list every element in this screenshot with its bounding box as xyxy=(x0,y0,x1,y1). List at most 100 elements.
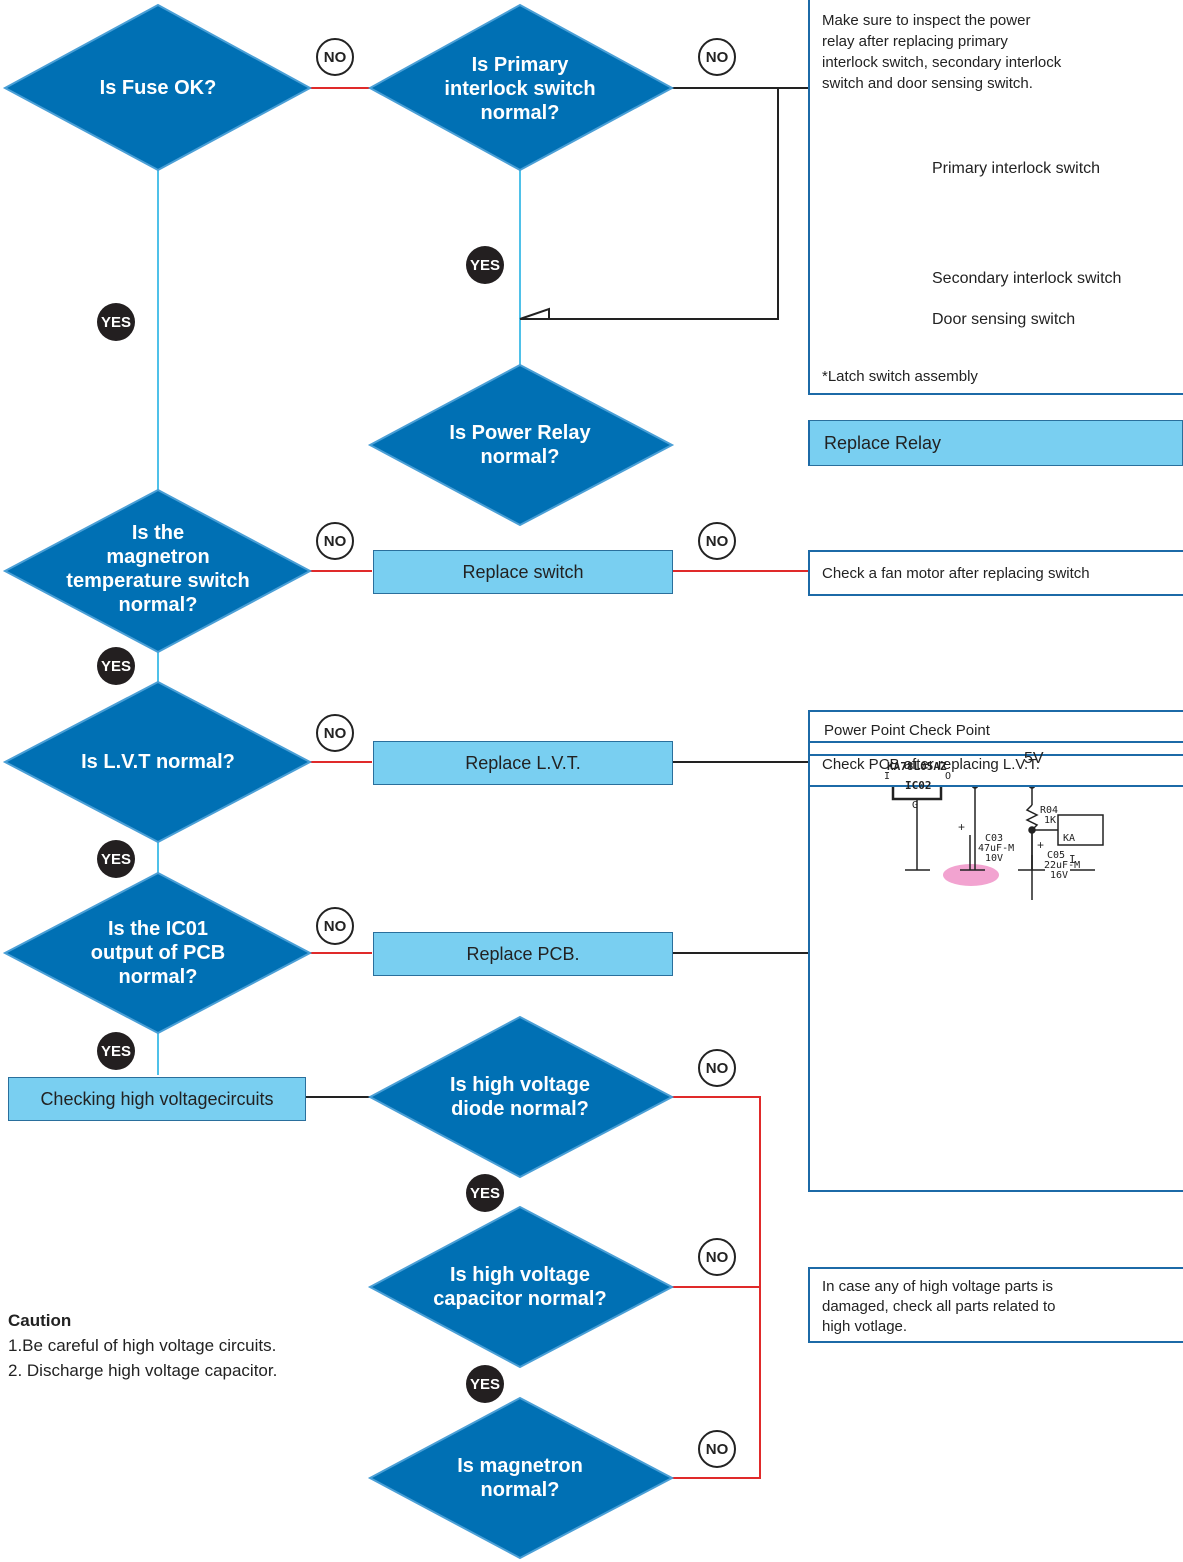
no-badge-primary: NO xyxy=(698,38,736,76)
chip-part-label: KA78L05AZ xyxy=(887,760,947,773)
yes-badge-fuse: YES xyxy=(97,303,135,341)
relay-line-1: Is Power Relay xyxy=(449,422,591,444)
diamond-ic01 xyxy=(2,871,313,1035)
replace-switch-label: Replace switch xyxy=(462,561,584,582)
yes-badge-magtemp: YES xyxy=(97,647,135,685)
yes-badge-primary: YES xyxy=(466,246,504,284)
pin-gnd-label: G xyxy=(912,800,919,811)
chip-name-label: IC02 xyxy=(905,779,932,792)
hv-damage-note-box: In case any of high voltage parts is dam… xyxy=(808,1267,1183,1343)
diamond-label-hvcap: Is high voltage capacitor normal? xyxy=(410,1262,630,1312)
hv-damage-line-2: damaged, check all parts related to xyxy=(822,1298,1056,1315)
yes-badge-lvt: YES xyxy=(97,840,135,878)
r04-value: 1K xyxy=(1044,815,1057,826)
secondary-interlock-label: Secondary interlock switch xyxy=(932,270,1122,287)
hv-damage-line-1: In case any of high voltage parts is xyxy=(822,1278,1053,1295)
magnetron-line-2: normal? xyxy=(480,1479,560,1501)
diamond-magnetron xyxy=(367,1396,675,1560)
diamond-hvcap xyxy=(367,1205,675,1369)
lvt-line-1: Is L.V.T normal? xyxy=(81,751,235,773)
pin-in-label: I xyxy=(884,771,891,782)
replace-relay-box: Replace Relay xyxy=(808,420,1183,466)
ic01-line-1: Is the IC01 xyxy=(107,918,209,940)
interlock-note-box: Make sure to inspect the power relay aft… xyxy=(808,0,1183,395)
diamond-label-magnetron: Is magnetron normal? xyxy=(410,1453,630,1503)
caution-block: Caution 1.Be careful of high voltage cir… xyxy=(8,1308,277,1383)
no-badge-magnetron: NO xyxy=(698,1430,736,1468)
ic01-line-2: output of PCB xyxy=(90,942,226,964)
no-connectors xyxy=(305,87,808,1479)
no-badge-ic01: NO xyxy=(316,907,354,945)
diamond-label-hvdiode: Is high voltage diode normal? xyxy=(410,1072,630,1122)
no-badge-switch: NO xyxy=(698,522,736,560)
caution-title: Caution xyxy=(8,1311,72,1330)
diamond-label-ic01: Is the IC01 output of PCB normal? xyxy=(40,916,276,990)
hvdiode-line-1: Is high voltage xyxy=(449,1074,591,1096)
diamond-hvdiode xyxy=(367,1015,675,1179)
checking-hv-box: Checking high voltagecircuits xyxy=(8,1077,306,1121)
hv-damage-line-3: high votlage. xyxy=(822,1318,908,1335)
r04-name: R04 xyxy=(1040,805,1059,816)
check-pcb-note: Check PCB after replacing L.V.T. xyxy=(822,756,1040,773)
magtemp-line-3: temperature switch xyxy=(66,570,250,592)
interlock-note-text: Make sure to inspect the power relay aft… xyxy=(822,10,1172,94)
latch-assembly-label: *Latch switch assembly xyxy=(822,368,978,385)
check-pcb-note-box: Check PCB after replacing L.V.T. xyxy=(808,741,1183,787)
magnetron-line-1: Is magnetron xyxy=(457,1455,583,1477)
yes-badge-ic01: YES xyxy=(97,1032,135,1070)
diamond-label-lvt: Is L.V.T normal? xyxy=(40,738,276,786)
no-badge-lvt: NO xyxy=(316,714,354,752)
interlock-note-line-2: relay after replacing primary xyxy=(822,33,1008,50)
relay-line-2: normal? xyxy=(480,446,560,468)
no-badge-magtemp: NO xyxy=(316,522,354,560)
interlock-note-line-1: Make sure to inspect the power xyxy=(822,12,1031,29)
replace-lvt-box: Replace L.V.T. xyxy=(373,741,673,785)
black-connectors xyxy=(305,87,808,1098)
interlock-note-line-4: switch and door sensing switch. xyxy=(822,75,1033,92)
replace-lvt-label: Replace L.V.T. xyxy=(465,752,581,773)
diamond-label-fuse: Is Fuse OK? xyxy=(40,64,276,112)
caution-line-1: 1.Be careful of high voltage circuits. xyxy=(8,1336,277,1355)
power-point-box: Power Point Check Point xyxy=(808,710,1183,1192)
c05-value: 22uF-M xyxy=(1044,860,1081,871)
ka-label: KA xyxy=(1063,833,1076,844)
door-sensing-label: Door sensing switch xyxy=(932,311,1076,328)
c03-value: 47uF-M xyxy=(978,843,1015,854)
primary-line-1: Is Primary xyxy=(471,54,569,76)
no-badge-hvcap: NO xyxy=(698,1238,736,1276)
diamond-magtemp xyxy=(2,488,313,654)
diamond-label-relay: Is Power Relay normal? xyxy=(410,420,630,470)
decision-diamonds xyxy=(2,3,675,1560)
caution-line-2: 2. Discharge high voltage capacitor. xyxy=(8,1361,278,1380)
primary-interlock-label: Primary interlock switch xyxy=(932,160,1101,177)
power-point-title: Power Point Check Point xyxy=(824,722,990,739)
diamond-label-magtemp: Is the magnetron temperature switch norm… xyxy=(30,520,286,618)
interlock-note-line-3: interlock switch, secondary interlock xyxy=(822,54,1062,71)
diamond-label-primary: Is Primary interlock switch normal? xyxy=(410,52,630,126)
fan-motor-note-box: Check a fan motor after replacing switch xyxy=(808,550,1183,596)
magtemp-line-1: Is the xyxy=(131,522,185,544)
replace-switch-box: Replace switch xyxy=(373,550,673,594)
diamond-lvt xyxy=(2,680,313,844)
no-badge-hvdiode: NO xyxy=(698,1049,736,1087)
primary-line-2: interlock switch xyxy=(444,78,596,100)
checking-hv-label: Checking high voltagecircuits xyxy=(40,1088,274,1109)
yes-badge-hvcap: YES xyxy=(466,1365,504,1403)
c03-plus: + xyxy=(958,820,966,834)
hvcap-line-1: Is high voltage xyxy=(449,1264,591,1286)
c05-volt: 16V xyxy=(1050,870,1069,881)
fan-motor-note: Check a fan motor after replacing switch xyxy=(822,565,1090,582)
diamond-relay xyxy=(367,363,675,527)
fuse-line-1: Is Fuse OK? xyxy=(99,77,217,99)
replace-pcb-label: Replace PCB. xyxy=(466,943,580,964)
diamond-fuse xyxy=(2,3,313,172)
hvcap-line-2: capacitor normal? xyxy=(433,1288,607,1310)
power-point-divider xyxy=(810,754,1183,756)
no-badge-fuse: NO xyxy=(316,38,354,76)
replace-pcb-box: Replace PCB. xyxy=(373,932,673,976)
replace-relay-label: Replace Relay xyxy=(824,432,942,453)
diamond-primary xyxy=(367,3,675,172)
c05-plus: + xyxy=(1037,838,1045,852)
v5-label: 5V xyxy=(1024,750,1044,767)
